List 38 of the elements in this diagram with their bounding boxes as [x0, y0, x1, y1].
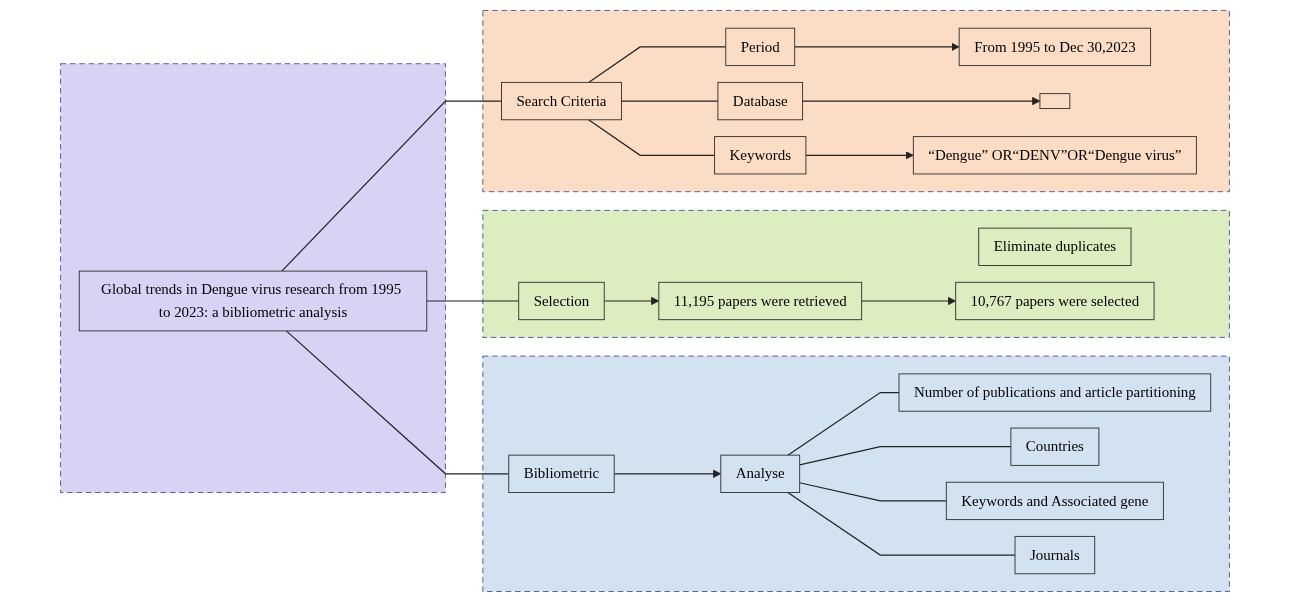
- node-box: Bibliometric: [508, 454, 615, 493]
- node-box: “Dengue” OR“DENV”OR“Dengue virus”: [912, 136, 1197, 175]
- node-box: [1039, 93, 1071, 110]
- connector: [799, 446, 1012, 466]
- node-box: Global trends in Dengue virus research from 1995 to 2023: a bibliometric analysis: [78, 270, 428, 332]
- connector: [799, 482, 947, 502]
- cluster: [60, 63, 446, 493]
- node-box: Analyse: [720, 454, 801, 493]
- connector: [620, 100, 719, 102]
- node-box: Database: [717, 81, 804, 121]
- arrow: [805, 151, 914, 160]
- cluster: [482, 209, 1230, 338]
- arrow: [794, 42, 960, 51]
- node-box: Eliminate duplicates: [978, 227, 1132, 266]
- arrow: [801, 97, 1041, 106]
- cluster: [482, 10, 1230, 193]
- arrow: [603, 296, 660, 306]
- node-box: 11,195 papers were retrieved: [658, 281, 863, 321]
- node-box: Selection: [518, 281, 605, 321]
- node-box: Journals: [1014, 535, 1096, 575]
- arrow: [861, 296, 957, 306]
- connector: [588, 119, 716, 156]
- node-box: Number of publications and article partitioning: [898, 373, 1212, 412]
- arrow: [613, 469, 722, 478]
- connector: [787, 491, 1016, 556]
- connector: [426, 300, 520, 302]
- connector: [281, 100, 503, 272]
- connector: [588, 46, 727, 83]
- node-box: Period: [725, 27, 796, 67]
- node-box: Keywords: [714, 136, 807, 175]
- node-box: 10,767 papers were selected: [955, 281, 1155, 321]
- node-box: Search Criteria: [501, 81, 622, 121]
- cluster: [482, 355, 1230, 592]
- connector: [787, 391, 900, 456]
- node-box: From 1995 to Dec 30,2023: [958, 27, 1152, 67]
- connector: [285, 330, 510, 475]
- node-box: Countries: [1010, 427, 1100, 466]
- node-box: Keywords and Associated gene: [945, 481, 1164, 521]
